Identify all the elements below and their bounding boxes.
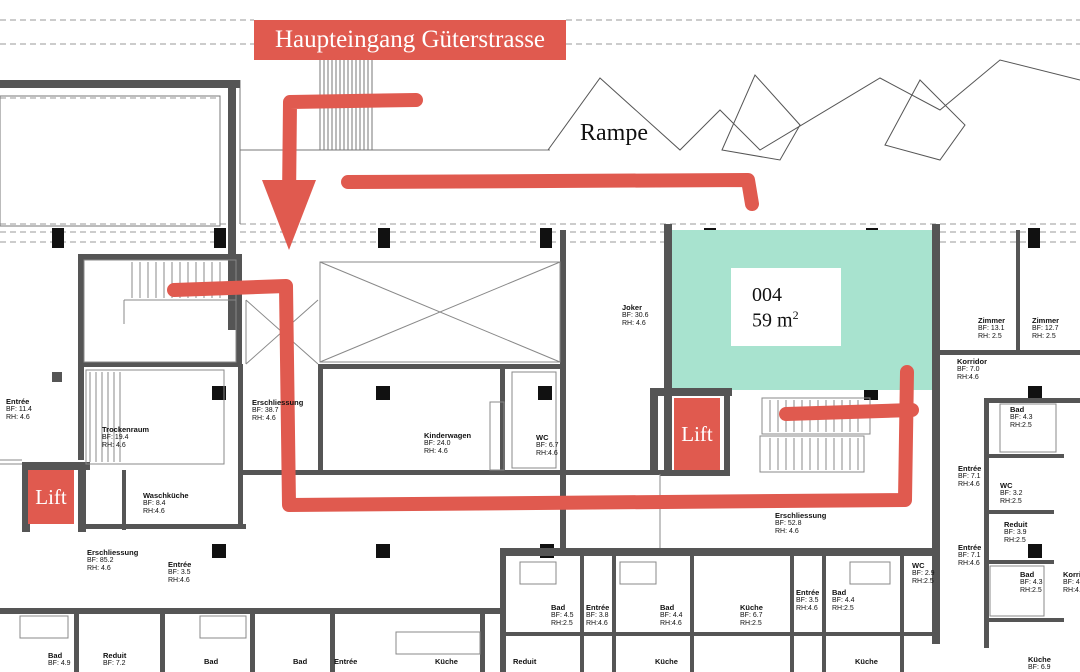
- room-label: Küche: [435, 657, 458, 666]
- unit-area: 59 m2: [752, 308, 799, 332]
- lift-left-label: Lift: [28, 470, 74, 524]
- interior-lines: [0, 259, 1057, 655]
- unit-number: 004: [752, 284, 782, 306]
- room-label: Entrée: [334, 657, 358, 666]
- route-path: [167, 93, 919, 512]
- columns: [52, 228, 1042, 558]
- room-label: Reduit: [513, 657, 537, 666]
- room-label: Bad: [204, 657, 219, 666]
- room-label: Küche: [855, 657, 878, 666]
- ramp-label: Rampe: [580, 120, 648, 146]
- main-entrance-label: Haupteingang Güterstrasse: [254, 20, 566, 60]
- unit-004-label[interactable]: 004 59 m2: [731, 268, 841, 346]
- ramp-outline: [547, 59, 1080, 161]
- lift-center-label: Lift: [674, 398, 720, 470]
- walls: [0, 224, 1080, 672]
- room-label: Bad: [293, 657, 308, 666]
- left-building: [0, 80, 240, 330]
- room-label: Küche: [655, 657, 678, 666]
